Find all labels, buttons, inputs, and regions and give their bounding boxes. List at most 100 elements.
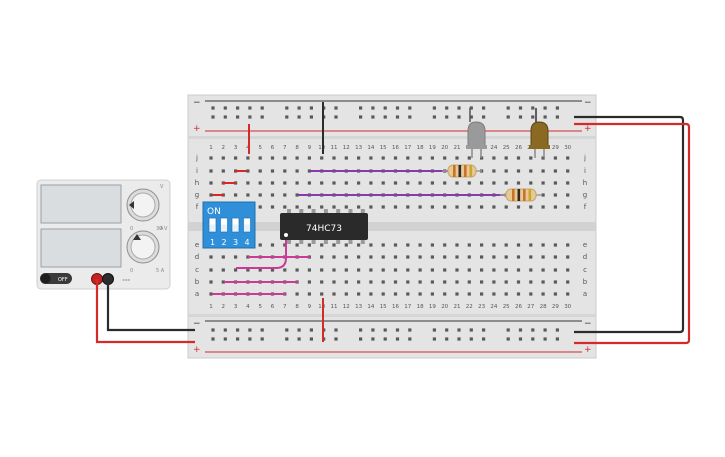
- breadboard-hole[interactable]: [320, 280, 324, 284]
- breadboard-hole[interactable]: [297, 106, 301, 110]
- breadboard-hole[interactable]: [418, 181, 422, 185]
- breadboard-hole[interactable]: [393, 156, 398, 160]
- breadboard-hole[interactable]: [260, 337, 264, 341]
- breadboard-hole[interactable]: [270, 193, 275, 197]
- breadboard-hole[interactable]: [381, 181, 385, 185]
- breadboard-hole[interactable]: [553, 280, 557, 284]
- breadboard-hole[interactable]: [541, 205, 545, 209]
- breadboard-hole[interactable]: [480, 243, 484, 247]
- breadboard-hole[interactable]: [307, 268, 311, 272]
- breadboard-hole[interactable]: [334, 106, 338, 110]
- breadboard-hole[interactable]: [408, 328, 412, 332]
- breadboard-hole[interactable]: [381, 243, 385, 247]
- breadboard-hole[interactable]: [332, 280, 336, 284]
- breadboard-hole[interactable]: [295, 205, 299, 209]
- breadboard-hole[interactable]: [529, 268, 533, 272]
- breadboard-hole[interactable]: [236, 337, 240, 341]
- led-amber[interactable]: [529, 108, 550, 158]
- breadboard-hole[interactable]: [369, 268, 373, 272]
- breadboard-hole[interactable]: [332, 255, 336, 259]
- breadboard-hole[interactable]: [357, 156, 361, 160]
- breadboard-hole[interactable]: [553, 169, 557, 173]
- breadboard-hole[interactable]: [381, 156, 385, 160]
- breadboard-hole[interactable]: [457, 115, 461, 119]
- breadboard-hole[interactable]: [381, 268, 385, 272]
- breadboard-hole[interactable]: [443, 268, 447, 272]
- power-supply[interactable]: 0 30 V V 0 5 A A OFF ▪▪▪: [36, 179, 171, 290]
- breadboard-hole[interactable]: [443, 280, 447, 284]
- breadboard-hole[interactable]: [430, 268, 434, 272]
- breadboard-hole[interactable]: [555, 328, 559, 332]
- breadboard-hole[interactable]: [566, 292, 570, 296]
- resistor-2[interactable]: [500, 188, 542, 202]
- breadboard-hole[interactable]: [406, 156, 410, 160]
- breadboard-hole[interactable]: [566, 280, 570, 284]
- breadboard-hole[interactable]: [393, 205, 398, 209]
- breadboard-hole[interactable]: [283, 193, 287, 197]
- breadboard-hole[interactable]: [211, 106, 215, 110]
- dip-toggle-3[interactable]: [231, 217, 240, 233]
- breadboard-hole[interactable]: [504, 280, 508, 284]
- breadboard-hole[interactable]: [430, 205, 434, 209]
- breadboard-hole[interactable]: [553, 292, 557, 296]
- breadboard-hole[interactable]: [531, 337, 535, 341]
- breadboard-hole[interactable]: [516, 243, 521, 247]
- breadboard-hole[interactable]: [467, 156, 471, 160]
- breadboard-hole[interactable]: [283, 268, 287, 272]
- breadboard-hole[interactable]: [320, 255, 324, 259]
- resistors[interactable]: [442, 164, 542, 202]
- breadboard-hole[interactable]: [566, 181, 570, 185]
- breadboard-hole[interactable]: [307, 169, 311, 173]
- breadboard-hole[interactable]: [258, 181, 262, 185]
- breadboard-hole[interactable]: [270, 268, 275, 272]
- breadboard-hole[interactable]: [332, 205, 336, 209]
- breadboard-hole[interactable]: [260, 106, 264, 110]
- breadboard-hole[interactable]: [357, 255, 361, 259]
- breadboard-hole[interactable]: [482, 106, 486, 110]
- breadboard-hole[interactable]: [467, 243, 471, 247]
- breadboard-hole[interactable]: [285, 337, 289, 341]
- breadboard-hole[interactable]: [455, 255, 459, 259]
- breadboard-hole[interactable]: [258, 169, 262, 173]
- breadboard-hole[interactable]: [492, 292, 496, 296]
- breadboard-hole[interactable]: [258, 268, 262, 272]
- breadboard-hole[interactable]: [553, 268, 557, 272]
- breadboard-hole[interactable]: [283, 156, 287, 160]
- breadboard-hole[interactable]: [295, 193, 299, 197]
- breadboard-hole[interactable]: [223, 106, 227, 110]
- breadboard-hole[interactable]: [357, 292, 361, 296]
- breadboard-hole[interactable]: [504, 268, 508, 272]
- breadboard-hole[interactable]: [455, 292, 459, 296]
- breadboard-hole[interactable]: [455, 205, 459, 209]
- breadboard-hole[interactable]: [393, 255, 398, 259]
- breadboard-hole[interactable]: [309, 337, 313, 341]
- breadboard-hole[interactable]: [221, 268, 225, 272]
- led-gray[interactable]: [466, 108, 487, 158]
- breadboard-hole[interactable]: [369, 292, 373, 296]
- breadboard-hole[interactable]: [480, 268, 484, 272]
- breadboard-hole[interactable]: [430, 243, 434, 247]
- breadboard-hole[interactable]: [211, 115, 215, 119]
- breadboard-hole[interactable]: [383, 115, 387, 119]
- breadboard-hole[interactable]: [406, 243, 410, 247]
- breadboard-hole[interactable]: [469, 328, 473, 332]
- breadboard-hole[interactable]: [209, 255, 213, 259]
- breadboard-hole[interactable]: [443, 243, 447, 247]
- breadboard-hole[interactable]: [283, 181, 287, 185]
- breadboard-hole[interactable]: [295, 243, 299, 247]
- breadboard-hole[interactable]: [359, 328, 363, 332]
- breadboard-hole[interactable]: [492, 268, 496, 272]
- breadboard-hole[interactable]: [529, 181, 533, 185]
- breadboard-hole[interactable]: [457, 328, 461, 332]
- dip-toggle-4[interactable]: [243, 217, 251, 233]
- breadboard-hole[interactable]: [516, 280, 521, 284]
- breadboard-hole[interactable]: [236, 106, 240, 110]
- breadboard-hole[interactable]: [541, 169, 545, 173]
- ic-chip-74hc73[interactable]: 74HC73: [280, 209, 368, 244]
- breadboard-hole[interactable]: [430, 292, 434, 296]
- breadboard-hole[interactable]: [492, 205, 496, 209]
- breadboard-hole[interactable]: [443, 181, 447, 185]
- breadboard-hole[interactable]: [553, 156, 557, 160]
- breadboard-hole[interactable]: [223, 115, 227, 119]
- breadboard-hole[interactable]: [246, 255, 250, 259]
